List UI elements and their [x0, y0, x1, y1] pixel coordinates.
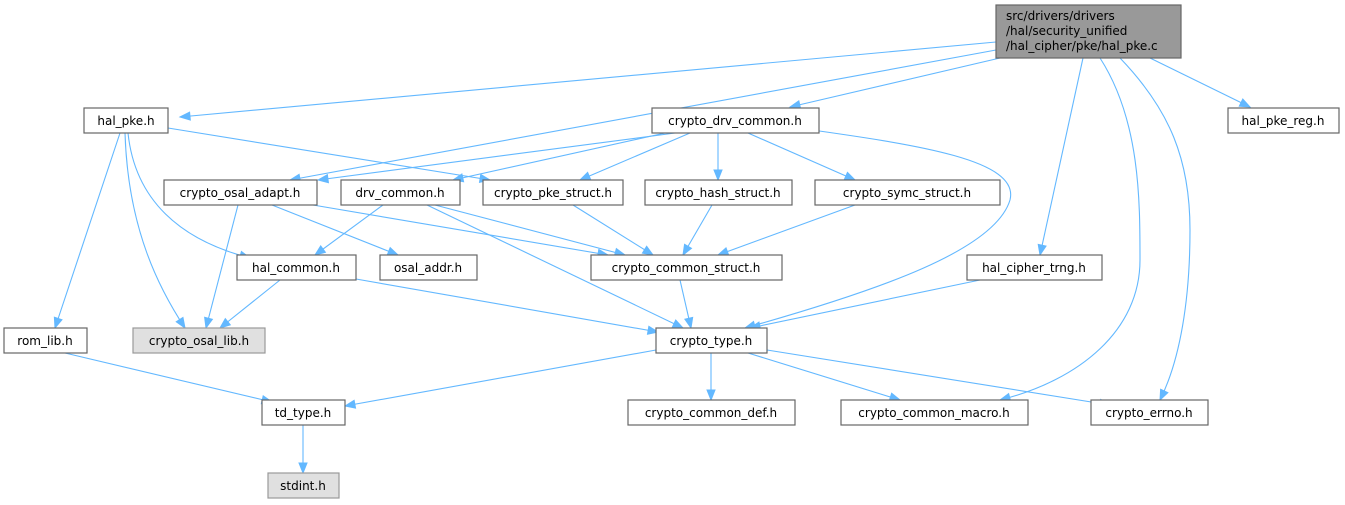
edge-td-type-h-to-stdint-h-arrowhead [298, 462, 308, 475]
node-osal-addr-h[interactable]: osal_addr.h [379, 254, 478, 281]
node-hal-pke-reg-h[interactable]: hal_pke_reg.h [1227, 107, 1340, 134]
node-label: td_type.h [275, 406, 332, 420]
node-crypto-common-macro-h[interactable]: crypto_common_macro.h [840, 399, 1029, 426]
edge-root-to-hal-pke-reg-h-arrowhead [1238, 98, 1252, 108]
node-label: crypto_drv_common.h [668, 114, 802, 128]
node-label: crypto_common_macro.h [858, 406, 1009, 420]
edge-hal-common-h-to-crypto-type-h-arrowhead [646, 325, 660, 335]
node-hal-pke-h[interactable]: hal_pke.h [83, 107, 169, 134]
edge-root-to-hal-pke-h [179, 41, 997, 118]
edge-root-to-crypto-errno-h-arrowhead [1159, 388, 1169, 402]
node-crypto-type-h[interactable]: crypto_type.h [655, 327, 768, 354]
edge-rom-lib-h-to-td-type-h [64, 352, 273, 403]
node-hal-cipher-trng-h[interactable]: hal_cipher_trng.h [966, 254, 1103, 281]
node-label: hal_cipher_trng.h [982, 261, 1086, 275]
root-file-path-line-1: src/drivers/drivers [1006, 9, 1115, 23]
node-crypto-drv-common-h[interactable]: crypto_drv_common.h [651, 107, 820, 134]
edges-layer [53, 41, 1252, 475]
edge-drv-common-h-to-crypto-common-struct-h [434, 204, 626, 256]
edge-crypto-common-struct-h-to-crypto-type-h-arrowhead [684, 316, 694, 330]
node-crypto-errno-h[interactable]: crypto_errno.h [1090, 399, 1209, 426]
node-label: hal_pke.h [97, 114, 154, 128]
edge-root-to-crypto-osal-adapt-h [289, 49, 997, 181]
edge-root-to-crypto-drv-common-h [789, 57, 1001, 108]
node-label: crypto_common_def.h [645, 406, 777, 420]
node-label: hal_pke_reg.h [1242, 114, 1325, 128]
node-hal-common-h[interactable]: hal_common.h [236, 254, 357, 281]
node-label: hal_common.h [252, 261, 340, 275]
edge-drv-common-h-to-hal-common-h-arrowhead [313, 244, 327, 256]
node-label: crypto_pke_struct.h [494, 186, 612, 200]
node-label: crypto_type.h [670, 334, 753, 348]
node-stdint-h[interactable]: stdint.h [267, 472, 340, 499]
edge-drv-common-h-to-hal-common-h [314, 204, 384, 256]
edge-crypto-type-h-to-crypto-common-macro-h [747, 352, 901, 401]
edge-hal-pke-h-to-rom-lib-h [54, 132, 121, 329]
node-label: rom_lib.h [17, 334, 72, 348]
edge-crypto-pke-struct-h-to-crypto-common-struct-h-arrowhead [641, 245, 655, 256]
edge-crypto-drv-common-h-to-crypto-symc-struct-h [747, 132, 856, 181]
edge-crypto-hash-struct-h-to-crypto-common-struct-h-arrowhead [682, 243, 693, 257]
edge-crypto-osal-adapt-h-to-crypto-osal-lib-h [205, 204, 239, 329]
edge-crypto-drv-common-h-to-crypto-hash-struct-h-arrowhead [713, 169, 723, 182]
edge-crypto-drv-common-h-to-crypto-osal-adapt-h [317, 132, 676, 181]
edge-hal-common-h-to-crypto-osal-lib-h [219, 279, 281, 329]
edge-crypto-drv-common-h-to-crypto-pke-struct-h [579, 132, 691, 181]
node-drv-common-h[interactable]: drv_common.h [340, 179, 461, 206]
edge-crypto-type-h-to-td-type-h-arrowhead [343, 399, 357, 409]
edge-hal-pke-h-to-crypto-pke-struct-h [167, 127, 491, 181]
edge-drv-common-h-to-crypto-type-h-arrowhead [671, 319, 685, 329]
edge-crypto-drv-common-h-to-crypto-pke-struct-h-arrowhead [578, 171, 592, 181]
edge-crypto-osal-adapt-h-to-crypto-osal-lib-h-arrowhead [204, 316, 214, 330]
node-td-type-h[interactable]: td_type.h [261, 399, 346, 426]
node-label: crypto_symc_struct.h [843, 186, 971, 200]
edge-crypto-drv-common-h-to-drv-common-h [452, 132, 666, 181]
node-label: crypto_common_struct.h [612, 261, 761, 275]
node-rom-lib-h[interactable]: rom_lib.h [3, 327, 88, 354]
node-label: stdint.h [280, 479, 326, 493]
edge-crypto-pke-struct-h-to-crypto-common-struct-h [572, 204, 654, 256]
edge-crypto-drv-common-h-to-crypto-symc-struct-h-arrowhead [843, 171, 857, 181]
edge-crypto-type-h-to-crypto-common-def-h-arrowhead [706, 389, 716, 402]
node-label: drv_common.h [355, 186, 444, 200]
edge-root-to-hal-cipher-trng-h-arrowhead [1037, 243, 1047, 257]
edge-crypto-type-h-to-crypto-errno-h [766, 349, 1111, 406]
node-crypto-common-struct-h[interactable]: crypto_common_struct.h [590, 254, 783, 281]
edge-crypto-osal-adapt-h-to-osal-addr-h [271, 204, 399, 256]
node-crypto-hash-struct-h[interactable]: crypto_hash_struct.h [644, 179, 793, 206]
edge-root-to-hal-pke-h-arrowhead [178, 111, 191, 121]
edge-root-to-hal-cipher-trng-h [1039, 57, 1084, 256]
edge-crypto-type-h-to-td-type-h [344, 349, 657, 407]
edge-crypto-osal-adapt-h-to-osal-addr-h-arrowhead [386, 246, 400, 256]
edge-crypto-drv-common-h-to-crypto-osal-adapt-h-arrowhead [316, 173, 330, 184]
edge-drv-common-h-to-crypto-type-h [426, 204, 684, 329]
node-label: crypto_hash_struct.h [655, 186, 780, 200]
edge-crypto-symc-struct-h-to-crypto-common-struct-h-arrowhead [716, 246, 730, 256]
edge-crypto-drv-common-h-to-crypto-type-h [744, 127, 1012, 329]
edge-hal-pke-h-to-hal-common-h [127, 132, 251, 259]
node-crypto-osal-lib-h[interactable]: crypto_osal_lib.h [132, 327, 266, 354]
node-label: osal_addr.h [394, 261, 462, 275]
edge-root-to-crypto-common-macro-h [999, 57, 1141, 401]
root-file-path-line-2: /hal/security_unified [1006, 24, 1127, 38]
edge-hal-common-h-to-crypto-osal-lib-h-arrowhead [218, 317, 232, 329]
node-crypto-symc-struct-h[interactable]: crypto_symc_struct.h [814, 179, 1001, 206]
edge-hal-pke-h-to-rom-lib-h-arrowhead [53, 316, 63, 330]
edge-hal-cipher-trng-h-to-crypto-type-h [749, 279, 981, 329]
edge-hal-pke-h-to-crypto-osal-lib-h-arrowhead [175, 316, 186, 330]
edge-root-to-crypto-errno-h [1119, 57, 1191, 401]
node-crypto-pke-struct-h[interactable]: crypto_pke_struct.h [482, 179, 624, 206]
node-crypto-common-def-h[interactable]: crypto_common_def.h [627, 399, 796, 426]
root-file-path-line-3: /hal_cipher/pke/hal_pke.c [1006, 39, 1158, 53]
node-label: crypto_errno.h [1105, 406, 1192, 420]
node-label: crypto_osal_lib.h [149, 334, 249, 348]
node-label: crypto_osal_adapt.h [180, 186, 301, 200]
edge-root-to-hal-pke-reg-h [1149, 57, 1251, 108]
node-root-file[interactable]: src/drivers/drivers /hal/security_unifie… [995, 4, 1182, 59]
edge-crypto-osal-adapt-h-to-crypto-common-struct-h [312, 204, 609, 256]
node-crypto-osal-adapt-h[interactable]: crypto_osal_adapt.h [163, 179, 318, 206]
edge-hal-pke-h-to-crypto-osal-lib-h [124, 132, 186, 329]
edge-hal-common-h-to-crypto-type-h [355, 278, 659, 333]
edge-crypto-symc-struct-h-to-crypto-common-struct-h [717, 204, 856, 256]
